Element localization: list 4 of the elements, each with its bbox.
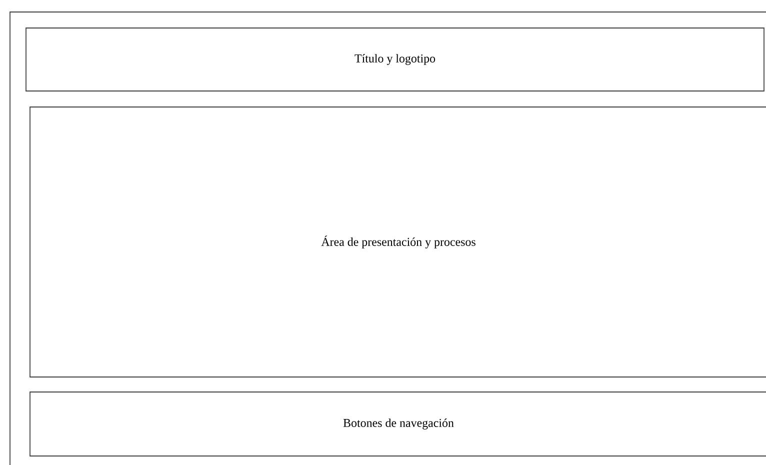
- content-area-box: Área de presentación y procesos: [30, 106, 766, 378]
- navigation-box: Botones de navegación: [30, 392, 766, 456]
- page-frame: [10, 12, 766, 465]
- header-box: Título y logotipo: [26, 28, 764, 92]
